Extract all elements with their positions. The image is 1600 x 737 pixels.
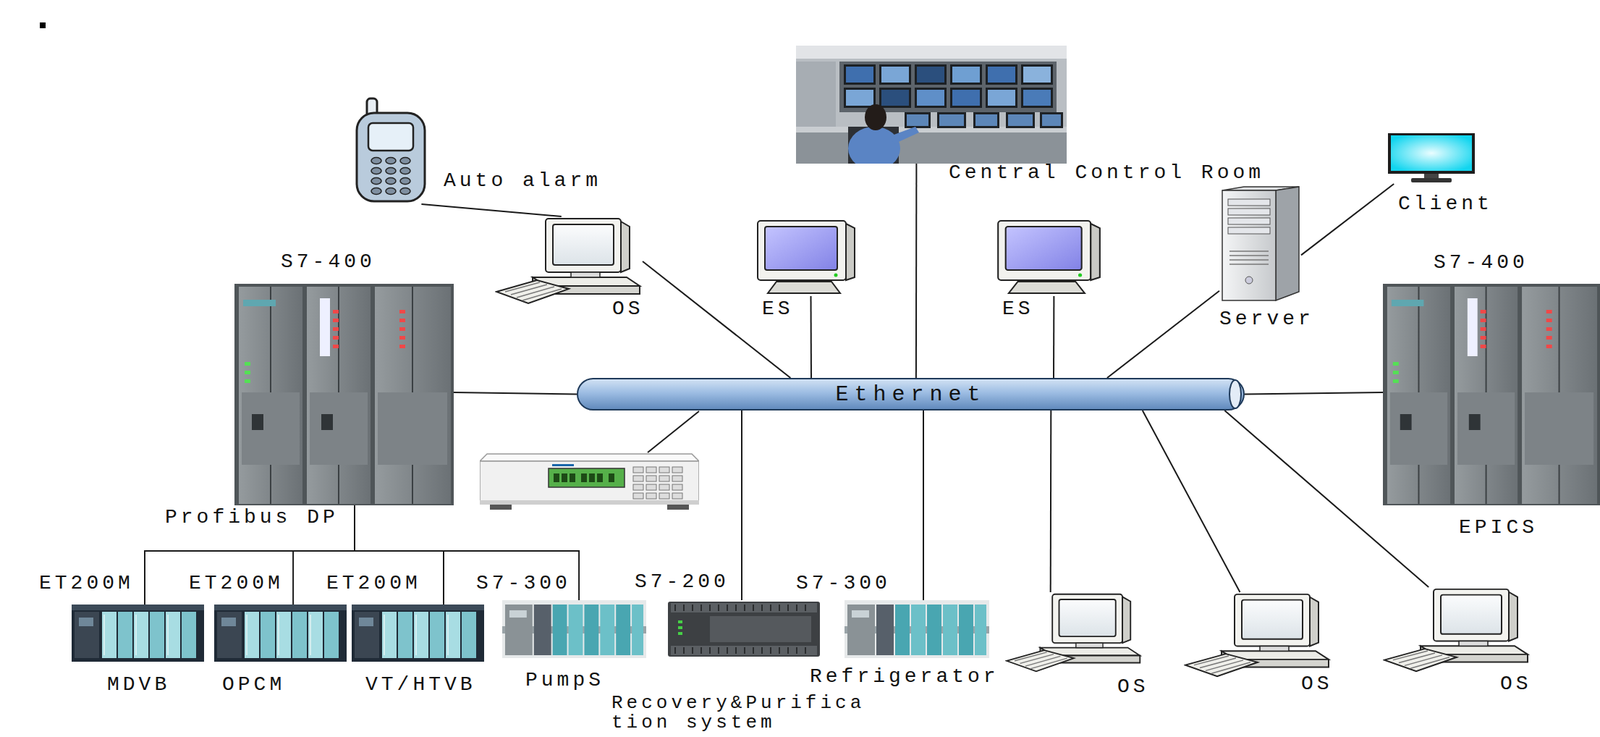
device-label: ET200M [326,571,422,595]
io-module: ET200MOPCM [214,604,347,662]
device-label: OS [1301,672,1333,696]
operator-station: OS [494,216,643,307]
device-label: OS [1500,672,1532,696]
pipe-body [577,378,1244,410]
engineering-station: ES [754,219,857,296]
device-label: S7-400 [1433,251,1529,275]
bus-label: Profibus DP [164,505,339,529]
computer-icon [1006,594,1140,672]
network-link [741,410,743,600]
device-label: Central Control Room [948,162,1265,184]
plc-rack: S7-400 [234,283,454,506]
io-module-photo [351,604,485,662]
device-label: Client [1398,192,1493,216]
network-link [1052,295,1055,378]
computer-icon [1384,589,1528,671]
device-label: ES [762,297,794,321]
operator-station: OS [1005,591,1143,674]
server-tower: Server [1219,185,1302,302]
device-label: Auto alarm [443,169,602,193]
io-module: ET200MMDVB [71,604,205,662]
device-caption: Refrigerator [809,665,1000,689]
device-caption: OPCM [222,672,286,697]
device-label: OS [1117,675,1150,699]
client-monitor: Client [1377,132,1485,184]
plc-module: S7-200Recovery&Purification system [666,599,822,658]
operator-station: OS [1382,586,1531,674]
io-module: ET200MVT/HTVB [351,604,485,662]
io-module-photo [214,604,347,662]
server-icon [1222,186,1299,301]
device-label: S7-300 [476,571,571,595]
network-link [1301,183,1394,255]
network-link [1107,290,1220,378]
control-room-photo [796,45,1067,171]
device-label: S7-400 [280,250,376,274]
network-link [144,505,355,605]
client-monitor [1387,133,1475,183]
device-caption: PumpS [525,668,605,692]
device-label: OS [612,297,645,321]
plc-module: S7-300PumpS [502,599,647,658]
device-label: ET200M [188,571,284,595]
plc-rack: S7-400EPICS [1382,283,1600,506]
network-link [1224,410,1429,587]
network-link [421,204,561,217]
pipe-end [1229,379,1242,409]
plc-photo [502,599,647,658]
controller-device [479,453,700,510]
network-link [915,163,918,378]
network-link [922,410,925,600]
network-link [1244,392,1383,395]
io-module-photo [71,604,205,662]
network-link [453,392,577,395]
engineering-station: ES [995,219,1103,296]
ethernet-bus: Ethernet [576,377,1245,411]
control-room: Central Control Room [796,45,1067,164]
device-label: S7-200 [634,570,730,594]
device-caption: MDVB [107,672,171,697]
plc-rack-photo [234,283,454,506]
monitor-icon [997,220,1100,294]
phone-icon [356,98,425,202]
computer-icon [496,218,640,304]
device-label: ES [1002,297,1035,321]
network-link [810,295,813,378]
plc-photo [844,599,990,658]
monitor-icon [757,220,855,294]
plc-photo [667,601,820,657]
device-label: Server [1219,307,1315,331]
network-link [1142,410,1241,592]
device-caption: VT/HTVB [365,672,477,697]
computer-icon [1185,594,1329,676]
device-label: S7-300 [796,571,891,595]
alarm-phone: Auto alarm [352,96,430,205]
plc-rack-photo [1382,283,1600,506]
device-caption: EPICS [1458,515,1538,540]
device-caption: Recovery&Purification system [611,693,873,733]
operator-station: OS [1183,591,1332,679]
plc-module: S7-300Refrigerator [844,599,990,658]
device-label: ET200M [39,571,134,595]
wire [647,411,700,453]
network-link [1050,410,1053,592]
bullet-mark [39,22,46,29]
device-label: Ethernet [835,382,986,406]
